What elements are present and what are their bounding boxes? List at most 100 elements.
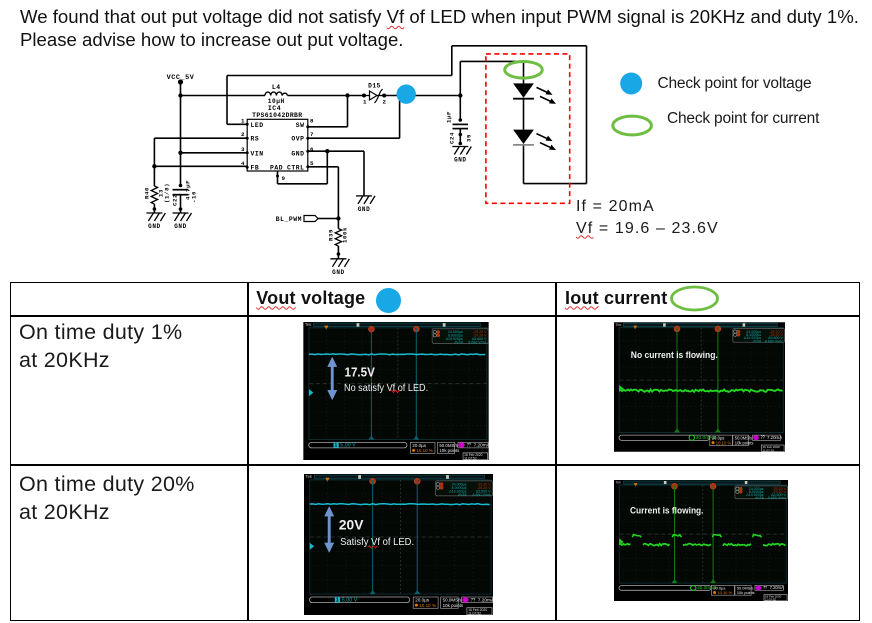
svg-text:Δ19.920µs: Δ19.920µs — [746, 493, 763, 497]
svg-text:VIN: VIN — [251, 150, 264, 157]
svg-text:11:07:52: 11:07:52 — [765, 598, 776, 602]
svg-text:7.20mA: 7.20mA — [477, 597, 492, 603]
svg-text:11:07:52: 11:07:52 — [464, 456, 477, 460]
svg-text:7: 7 — [310, 131, 314, 138]
svg-text:8.680 V/ms: 8.680 V/ms — [468, 340, 486, 344]
svg-text:D15: D15 — [368, 83, 381, 90]
svg-text:20.0µs: 20.0µs — [415, 597, 430, 602]
svg-text:17.5V: 17.5V — [344, 364, 375, 379]
svg-text:GND: GND — [358, 206, 370, 213]
svg-text:No satisfy Vf of LED.: No satisfy Vf of LED. — [344, 383, 428, 394]
svg-text:5.00 V: 5.00 V — [340, 443, 356, 449]
svg-text:50.0MS/s: 50.0MS/s — [735, 435, 752, 440]
svg-text:16 Feb 2020: 16 Feb 2020 — [468, 608, 487, 612]
svg-text:100k: 100k — [342, 227, 349, 243]
svg-text:Current is flowing.: Current is flowing. — [630, 506, 704, 517]
svg-text:8.680 V/ms: 8.680 V/ms — [765, 339, 783, 343]
svg-text:IC4: IC4 — [268, 105, 281, 112]
svg-text:8.0000µs: 8.0000µs — [746, 333, 761, 337]
svg-text:20.0µs: 20.0µs — [712, 435, 725, 440]
svg-text:-29.20 V: -29.20 V — [772, 487, 786, 491]
svg-text:-29.20 V: -29.20 V — [772, 490, 786, 494]
svg-text:16 Feb 2020: 16 Feb 2020 — [762, 445, 780, 449]
svg-text:Δ19.920µs: Δ19.920µs — [744, 336, 761, 340]
svg-text:-29.20 V: -29.20 V — [473, 330, 487, 334]
svg-text:24.000µs: 24.000µs — [451, 482, 466, 486]
svg-text:1: 1 — [334, 443, 337, 449]
svg-text:GND: GND — [291, 150, 304, 157]
svg-text:3: 3 — [241, 146, 245, 153]
svg-text:Satisfy Vf of LED.: Satisfy Vf of LED. — [340, 537, 414, 548]
svg-text:RS: RS — [251, 136, 260, 143]
svg-text:GND: GND — [454, 157, 466, 164]
svg-text:dV/dt: dV/dt — [755, 496, 763, 500]
svg-text:OVP: OVP — [291, 136, 304, 143]
svg-text:-29.20 V: -29.20 V — [477, 482, 491, 486]
svg-text:50.0MS/s: 50.0MS/s — [439, 443, 458, 448]
svg-text:2: 2 — [241, 131, 245, 138]
svg-text:dV/dt: dV/dt — [753, 339, 761, 343]
svg-text:Tek: Tek — [615, 322, 621, 327]
svg-text:Δ5.600 V: Δ5.600 V — [768, 336, 783, 340]
svg-text:20.0µs: 20.0µs — [713, 586, 725, 591]
svg-text:8: 8 — [310, 117, 314, 124]
svg-text:13: 13 — [158, 189, 165, 197]
svg-text:10.10 %: 10.10 % — [416, 448, 432, 453]
svg-text:GND: GND — [332, 269, 344, 276]
svg-text:Δ5.600 V: Δ5.600 V — [472, 337, 487, 341]
svg-text:Tek: Tek — [305, 322, 312, 327]
svg-text:L4: L4 — [272, 84, 281, 91]
svg-text:(1/8): (1/8) — [164, 183, 171, 203]
svg-text:5.00 V: 5.00 V — [341, 597, 357, 603]
svg-text:24.000µs: 24.000µs — [448, 330, 463, 334]
svg-text:10k points: 10k points — [737, 590, 755, 595]
svg-text:20.0mAΩ: 20.0mAΩ — [697, 585, 717, 590]
svg-text:dV/dt: dV/dt — [458, 492, 466, 496]
svg-text:1µF: 1µF — [446, 111, 453, 123]
svg-text:⁇: ⁇ — [467, 443, 472, 448]
svg-text:No current is flowing.: No current is flowing. — [631, 350, 718, 361]
svg-text:8.0000µs: 8.0000µs — [448, 334, 463, 338]
svg-text:C24: C24 — [449, 132, 456, 144]
svg-text:4.7µF: 4.7µF — [185, 180, 192, 200]
svg-text:Δ5.600 V: Δ5.600 V — [771, 493, 786, 497]
svg-text:FB: FB — [251, 165, 260, 172]
svg-text:50.0MS/s: 50.0MS/s — [442, 597, 462, 602]
svg-text:20V: 20V — [338, 517, 363, 532]
svg-text:10k points: 10k points — [439, 448, 460, 453]
svg-text:⁇: ⁇ — [470, 597, 475, 603]
svg-text:CTRL: CTRL — [287, 165, 305, 172]
svg-text:16 Feb 2020: 16 Feb 2020 — [464, 453, 483, 457]
svg-text:8.680 V/ms: 8.680 V/ms — [472, 492, 490, 496]
svg-text:8.0000µs: 8.0000µs — [749, 490, 764, 494]
svg-text:VCC_5V: VCC_5V — [167, 74, 195, 82]
svg-text:10.10 %: 10.10 % — [716, 440, 732, 445]
svg-text:GND: GND — [148, 223, 160, 230]
svg-text:TPS61042DRBR: TPS61042DRBR — [252, 112, 302, 119]
svg-text:2: 2 — [382, 99, 386, 106]
svg-text:R39: R39 — [328, 229, 335, 241]
svg-text:Δ19.920µs: Δ19.920µs — [446, 337, 463, 341]
svg-text:4: 4 — [241, 160, 245, 167]
svg-text:-29.20 V: -29.20 V — [769, 330, 783, 334]
svg-text:11:07:52: 11:07:52 — [468, 611, 481, 615]
svg-text:-29.20 V: -29.20 V — [477, 485, 491, 489]
svg-text:6: 6 — [310, 146, 314, 153]
svg-text:10.10 %: 10.10 % — [419, 603, 436, 608]
svg-text:50.0MS/s: 50.0MS/s — [737, 586, 753, 591]
svg-text:BL_PWM: BL_PWM — [276, 216, 302, 223]
svg-text:7.20mA: 7.20mA — [474, 443, 489, 448]
svg-text:11:07:52: 11:07:52 — [762, 448, 774, 452]
svg-text:20.0µs: 20.0µs — [412, 443, 426, 448]
svg-text:GND: GND — [174, 223, 186, 230]
svg-text:1: 1 — [335, 597, 338, 603]
svg-text:Tek: Tek — [305, 474, 312, 479]
svg-text:⁇: ⁇ — [761, 435, 765, 440]
svg-text:10.10 %: 10.10 % — [717, 590, 732, 595]
svg-text:8.0000µs: 8.0000µs — [451, 485, 466, 489]
svg-text:1: 1 — [363, 99, 367, 106]
svg-text:LED: LED — [251, 122, 264, 129]
svg-text:10k points: 10k points — [735, 440, 754, 445]
svg-text:7.20mA: 7.20mA — [767, 435, 782, 440]
svg-text:9: 9 — [281, 175, 285, 182]
